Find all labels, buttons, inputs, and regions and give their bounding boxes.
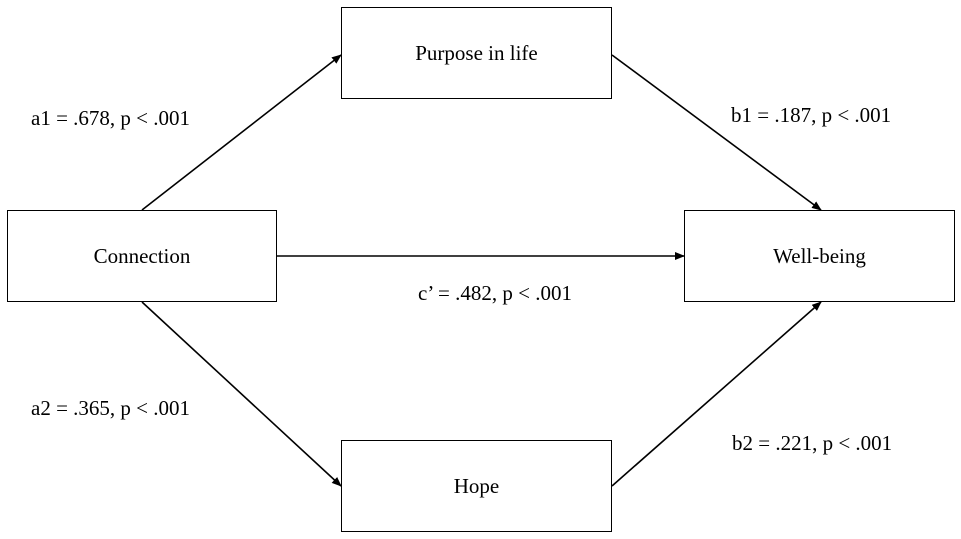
node-well-being: Well-being [684,210,955,302]
path-label-b2: b2 = .221, p < .001 [732,431,893,455]
arrow-b2 [611,301,822,487]
arrow-a2 [141,301,342,487]
node-purpose-in-life: Purpose in life [341,7,612,99]
node-hope-label: Hope [453,473,500,498]
node-hope: Hope [341,440,612,532]
node-connection: Connection [7,210,277,302]
node-connection-label: Connection [93,243,191,268]
path-label-a2: a2 = .365, p < .001 [31,396,191,420]
path-label-c-prime: c’ = .482, p < .001 [418,281,572,305]
path-label-a1: a1 = .678, p < .001 [31,106,191,130]
node-wellbeing-label: Well-being [773,243,866,268]
path-label-b1: b1 = .187, p < .001 [731,103,892,127]
arrow-b1 [611,54,822,211]
arrow-a1 [141,54,342,211]
node-purpose-label: Purpose in life [415,40,538,65]
